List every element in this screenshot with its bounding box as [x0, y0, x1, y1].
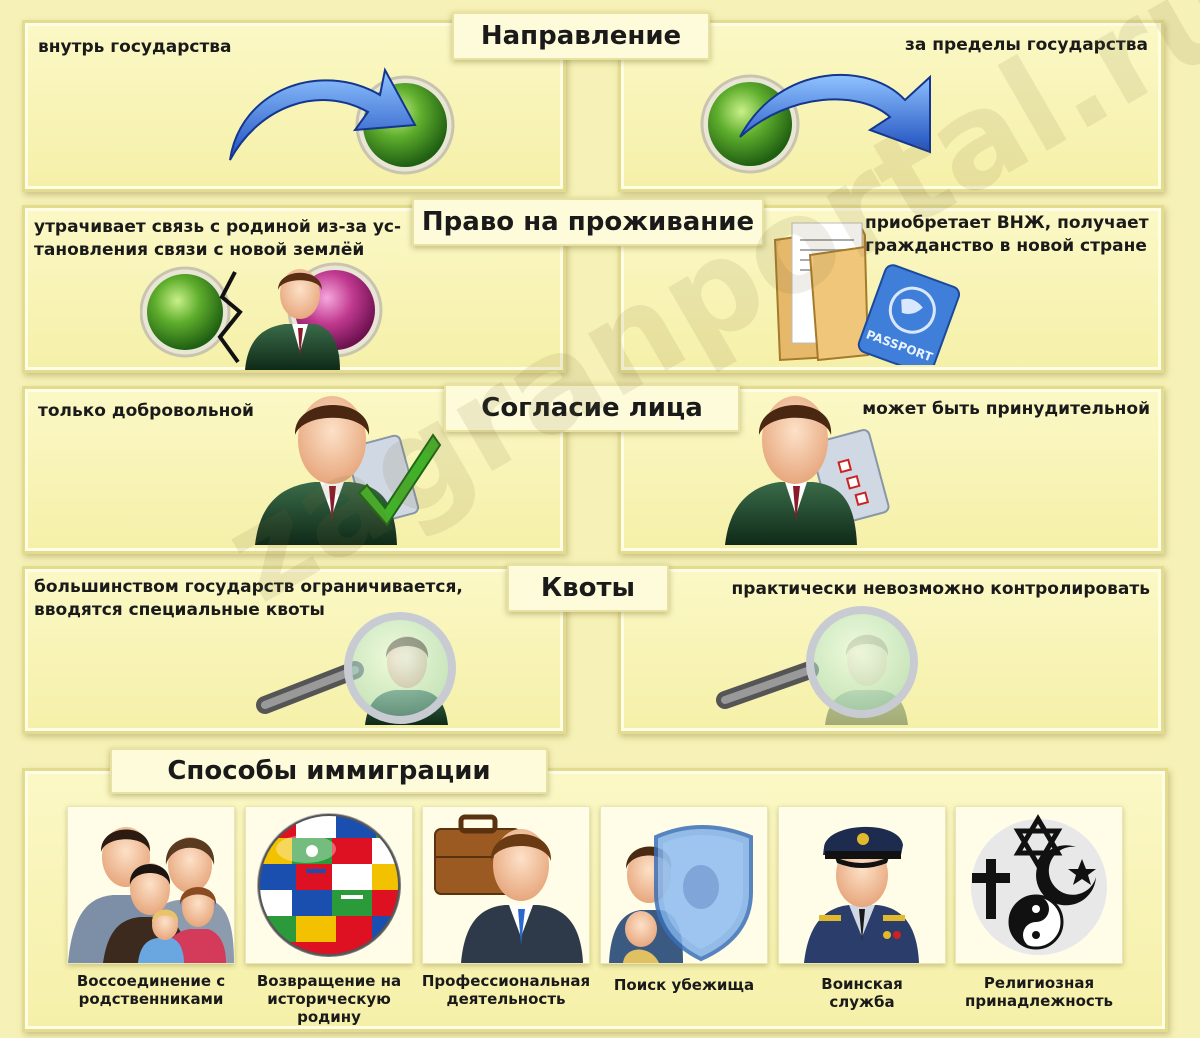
magnifier-faded-icon: [716, 606, 918, 725]
shield-family-icon: [609, 825, 753, 963]
way-card-homeland: [245, 806, 413, 964]
residence-right-text: приобретает ВНЖ, получает гражданство в …: [865, 213, 1149, 256]
residence-left-text: утрачивает связь с родиной из-за ус- тан…: [34, 217, 402, 260]
flags-globe-icon: [257, 813, 401, 957]
magnifier-person-icon: [256, 612, 456, 725]
quotas-left-text: большинством государств ограничивается, …: [34, 577, 463, 620]
outward-arrow-icon: [700, 74, 931, 174]
way-card-religious: [955, 806, 1123, 964]
way-label-professional: Профессиональная деятельность: [421, 972, 591, 1008]
way-card-professional: [422, 806, 590, 964]
residence-title: Право на проживание: [412, 198, 764, 246]
family-icon: [68, 827, 234, 963]
consent-left-text: только добровольной: [38, 401, 254, 421]
way-label-family: Воссоединение с родственниками: [76, 972, 226, 1008]
way-label-asylum: Поиск убежища: [613, 976, 755, 994]
way-label-religious: Религиозная принадлежность: [964, 974, 1114, 1010]
consent-right-text: может быть принудительной: [862, 399, 1150, 419]
folder-passport-icon: PASSPORT: [773, 222, 961, 365]
quotas-title: Квоты: [507, 564, 669, 612]
way-card-asylum: [600, 806, 768, 964]
consent-title: Согласие лица: [444, 384, 740, 432]
businessman-briefcase-icon: [434, 814, 583, 963]
forced-person-icon: [725, 396, 890, 545]
quotas-right-text: практически невозможно контролировать: [731, 579, 1150, 599]
way-label-homeland: Возвращение на историческую родину: [256, 972, 402, 1026]
religious-symbols-icon: [971, 814, 1107, 955]
way-card-family: [67, 806, 235, 964]
direction-right-text: за пределы государства: [905, 35, 1148, 55]
way-card-military: [778, 806, 946, 964]
ways-title: Способы иммиграции: [110, 748, 548, 794]
quotas-left-panel: [22, 566, 566, 734]
voluntary-person-icon: [255, 396, 442, 545]
way-label-military: Воинская служба: [821, 975, 903, 1011]
direction-left-text: внутрь государства: [38, 37, 232, 57]
military-officer-icon: [804, 826, 919, 963]
inward-arrow-icon: [229, 67, 455, 175]
direction-title: Направление: [452, 12, 710, 60]
broken-connection-icon: [140, 262, 383, 370]
